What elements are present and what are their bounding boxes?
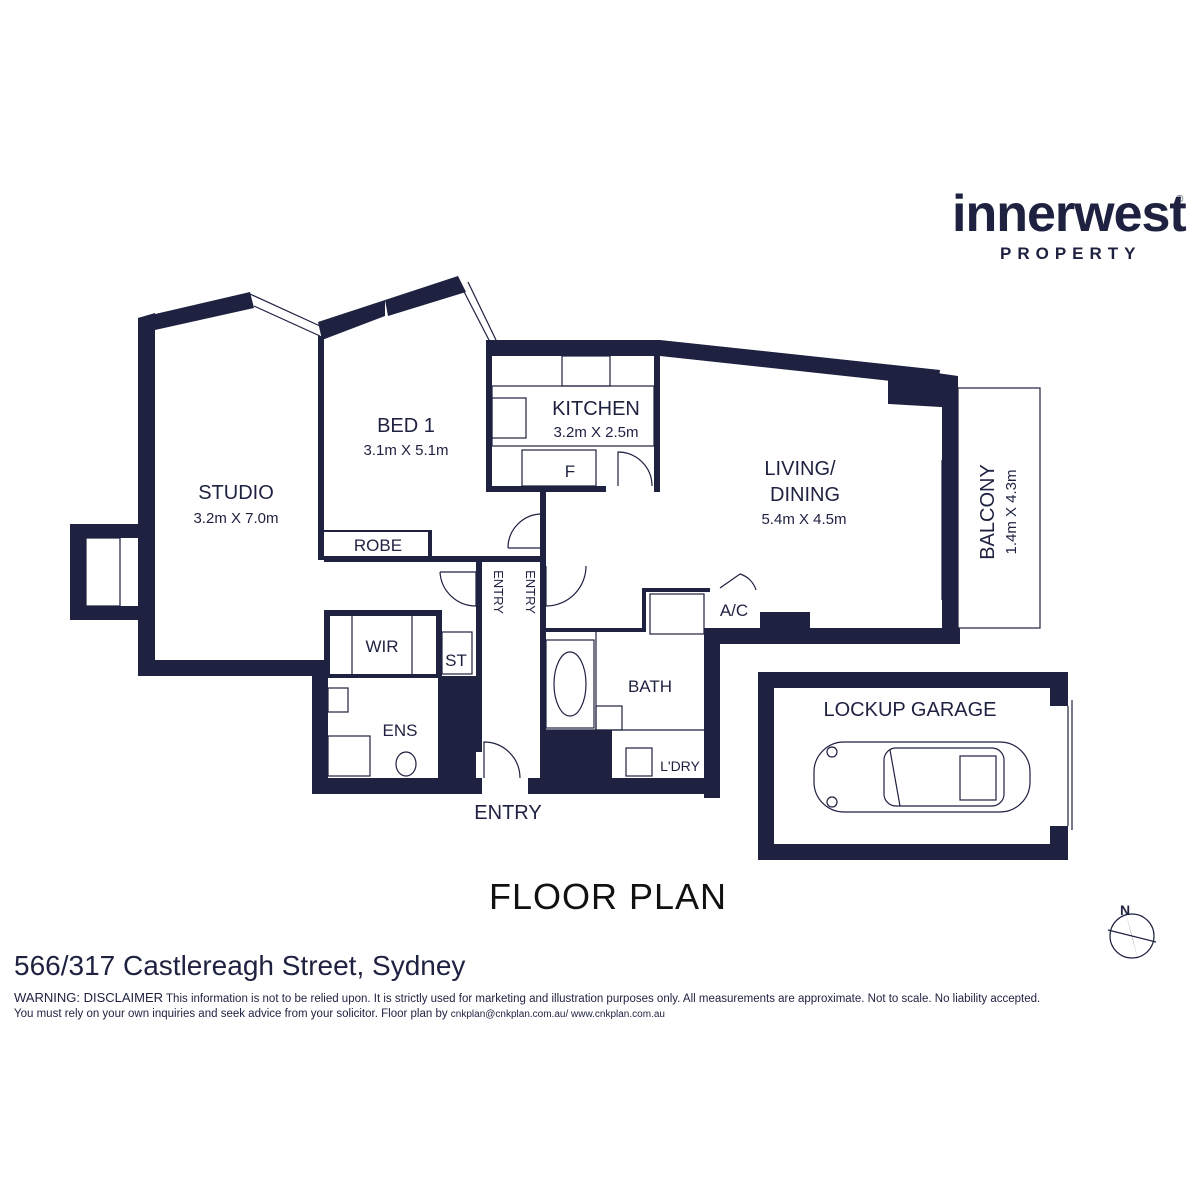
ens-label: ENS [383, 721, 418, 740]
plan-title: FLOOR PLAN [488, 876, 728, 917]
compass-north-label: N [1120, 902, 1130, 918]
studio-name: STUDIO [198, 482, 274, 504]
disclaimer-line-2: You must rely on your own inquiries and … [14, 1007, 1194, 1022]
disclaimer-contact: cnkplan@cnkplan.com.au/ www.cnkplan.com.… [450, 1009, 665, 1020]
robe-label: ROBE [354, 536, 402, 555]
walls [70, 276, 960, 798]
car-icon [813, 741, 1031, 813]
disclaimer: WARNING: DISCLAIMER This information is … [14, 990, 1194, 1022]
brand-subtitle: PROPERTY [1000, 244, 1142, 263]
living-name-line2: DINING [770, 484, 840, 506]
fridge-label: F [565, 462, 575, 481]
registered-mark: ® [1176, 194, 1184, 205]
bed1-name: BED 1 [377, 415, 435, 437]
studio-dims: 3.2m X 7.0m [193, 510, 278, 527]
garage-label: LOCKUP GARAGE [823, 699, 996, 721]
hall-entry-label-2: ENTRY [523, 570, 538, 614]
st-label: ST [445, 651, 467, 670]
hall-entry-label-1: ENTRY [491, 570, 506, 614]
garage [758, 672, 1073, 860]
bed1-dims: 3.1m X 5.1m [363, 442, 448, 459]
kitchen-name: KITCHEN [552, 398, 640, 420]
compass-icon: N [1107, 902, 1157, 960]
living-name-line1: LIVING/ [764, 458, 836, 480]
room-labels: STUDIO 3.2m X 7.0m BED 1 3.1m X 5.1m KIT… [193, 398, 1020, 824]
brand-name: innerwest [952, 185, 1187, 243]
balcony-name: BALCONY [977, 464, 999, 560]
living-dims: 5.4m X 4.5m [761, 511, 846, 528]
property-address: 566/317 Castlereagh Street, Sydney [14, 950, 466, 981]
disclaimer-line-1: WARNING: DISCLAIMER This information is … [14, 990, 1194, 1007]
balcony-dims: 1.4m X 4.3m [1003, 469, 1020, 554]
main-entry-label: ENTRY [474, 802, 541, 824]
laundry-label: L'DRY [660, 758, 700, 774]
kitchen-dims: 3.2m X 2.5m [553, 424, 638, 441]
interior-lines [85, 279, 1041, 779]
wir-label: WIR [365, 637, 398, 656]
disclaimer-text-1: This information is not to be relied upo… [166, 993, 1041, 1005]
disclaimer-text-2: You must rely on your own inquiries and … [14, 1008, 448, 1020]
bath-label: BATH [628, 677, 672, 696]
ac-label: A/C [720, 601, 748, 620]
disclaimer-heading: WARNING: DISCLAIMER [14, 990, 164, 1005]
